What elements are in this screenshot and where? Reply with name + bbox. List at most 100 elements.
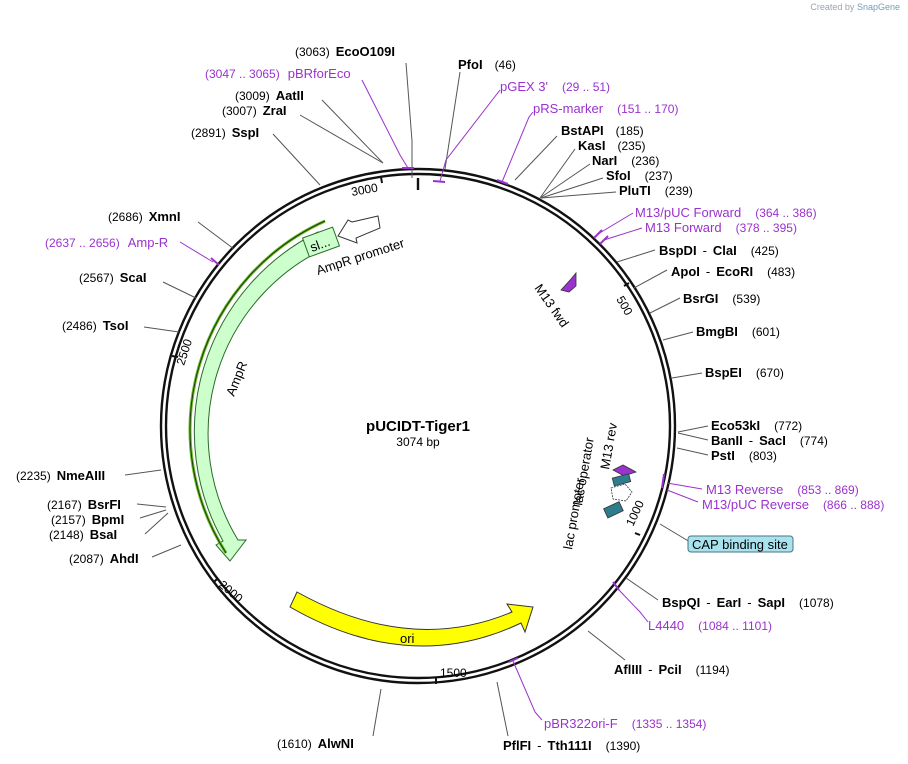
- site-sspi[interactable]: (2891)SspI: [191, 125, 321, 186]
- svg-text:L4440(1084 .. 1101): L4440(1084 .. 1101): [648, 618, 772, 633]
- signal-box[interactable]: [301, 226, 341, 258]
- site-position: (237): [645, 169, 673, 183]
- site-bspei[interactable]: BspEI(670): [671, 365, 784, 380]
- m13-rev-arrow[interactable]: [612, 464, 638, 477]
- primer-amp-r[interactable]: (2637 .. 2656)Amp-R: [45, 235, 220, 266]
- primer-name: M13/pUC Forward: [635, 205, 741, 220]
- site-apoi-ecori[interactable]: ApoI-EcoRI(483): [633, 264, 795, 289]
- site-eco53ki[interactable]: Eco53kI(772): [677, 418, 802, 433]
- ori-label: ori: [400, 631, 415, 646]
- site-bstapi[interactable]: BstAPI (185): [514, 123, 644, 181]
- svg-text:pBR322ori-F(1335 .. 1354): pBR322ori-F(1335 .. 1354): [544, 716, 706, 731]
- site-position: (2087): [69, 552, 104, 566]
- site-alwni[interactable]: (1610)AlwNI: [277, 688, 382, 751]
- svg-text:M13 Forward(378 .. 395): M13 Forward(378 .. 395): [645, 220, 797, 235]
- site-psti[interactable]: PstI(803): [676, 447, 777, 463]
- site-ecoo109i[interactable]: (3063)EcoO109I: [295, 44, 413, 178]
- site-bpmi[interactable]: (2157)BpmI: [51, 509, 167, 527]
- svg-text:BspEI(670): BspEI(670): [705, 365, 784, 380]
- svg-text:pRS-marker(151 .. 170): pRS-marker(151 .. 170): [533, 101, 678, 116]
- site-afliii-pcii[interactable]: AflIII-PciI(1194): [587, 630, 729, 677]
- ampr-label: AmpR: [223, 359, 250, 398]
- site-position: (3007): [222, 104, 257, 118]
- svg-text:Eco53kI(772): Eco53kI(772): [711, 418, 802, 433]
- svg-text:KasI(235): KasI(235): [578, 138, 645, 153]
- primer-name: pBRforEco: [288, 66, 351, 81]
- site-bsrgi[interactable]: BsrGI(539): [649, 291, 760, 314]
- site-name: AhdI: [110, 551, 139, 566]
- svg-text:BstAPI(185): BstAPI (185): [561, 123, 644, 138]
- svg-text:(2686)XmnI: (2686)XmnI: [108, 209, 180, 224]
- site-ahdi[interactable]: (2087) AhdI: [69, 544, 182, 566]
- primer-prs-marker[interactable]: pRS-marker(151 .. 170): [496, 101, 678, 185]
- site-nari[interactable]: NarI(236): [539, 153, 659, 199]
- site-name: BmgBI: [696, 324, 738, 339]
- site-sfoi[interactable]: SfoI(237): [540, 168, 673, 199]
- primer-name: Amp-R: [128, 235, 168, 250]
- primer-pgex-3[interactable]: pGEX 3'(29 .. 51): [432, 79, 610, 183]
- plasmid-name: pUCIDT-Tiger1: [366, 418, 470, 435]
- cap-binding-box[interactable]: [687, 535, 794, 553]
- site-bsrfi[interactable]: (2167)BsrFI: [47, 497, 167, 512]
- site-banii-saci[interactable]: BanII-SacI(774): [677, 432, 828, 448]
- site-bspdi-clai[interactable]: BspDI-ClaI(425): [616, 243, 779, 263]
- site-position: (774): [800, 434, 828, 448]
- primer-range: (364 .. 386): [755, 206, 816, 220]
- primer-pbr322ori-f[interactable]: pBR322ori-F(1335 .. 1354): [508, 657, 706, 731]
- site-pfoi[interactable]: PfoI(46): [444, 57, 516, 170]
- site-position: (46): [495, 58, 516, 72]
- m13-fwd-arrow[interactable]: [560, 271, 577, 293]
- site-bsai[interactable]: (2148)BsaI: [49, 512, 169, 542]
- site-tsoi[interactable]: (2486)TsoI: [62, 318, 180, 333]
- site-kasi[interactable]: KasI(235): [539, 138, 645, 199]
- site-position: (1390): [606, 739, 641, 753]
- lac-promoter-arrow[interactable]: [610, 483, 633, 502]
- svg-text:(2637 .. 2656)Amp-R: (2637 .. 2656)Amp-R: [45, 235, 168, 250]
- primer-range: (866 .. 888): [823, 498, 884, 512]
- primer-m13-forward[interactable]: M13 Forward(378 .. 395): [599, 220, 797, 245]
- lac-promoter-label: lac promoter: [560, 476, 587, 550]
- lac-operator-box[interactable]: [611, 473, 632, 487]
- site-position: (539): [732, 292, 760, 306]
- site-position: (185): [616, 124, 644, 138]
- site-name: BanII: [711, 433, 743, 448]
- site-name: ApoI: [671, 264, 700, 279]
- site-aatii[interactable]: (3009)AatII: [235, 88, 384, 164]
- site-name-alt: EarI: [717, 595, 742, 610]
- site-name: AlwNI: [318, 736, 354, 751]
- site-pluti[interactable]: PluTI(239): [540, 183, 693, 199]
- svg-text:BspDI-ClaI(425): BspDI-ClaI(425): [659, 243, 779, 258]
- site-separator: -: [703, 243, 707, 258]
- svg-text:pGEX 3'(29 .. 51): pGEX 3'(29 .. 51): [500, 79, 610, 94]
- site-scai[interactable]: (2567)ScaI: [79, 270, 197, 299]
- site-position: (235): [617, 139, 645, 153]
- site-position: (772): [774, 419, 802, 433]
- site-pflfi-tth111i[interactable]: PflFI-Tth111I(1390): [496, 681, 641, 753]
- site-separator: -: [706, 595, 710, 610]
- site-bmgbi[interactable]: BmgBI(601): [662, 324, 780, 341]
- primer-m13-puc-reverse[interactable]: M13/pUC Reverse(866 .. 888): [666, 489, 884, 512]
- site-zrai[interactable]: (3007)ZraI: [222, 103, 384, 164]
- site-position: (2891): [191, 126, 226, 140]
- svg-text:PluTI(239): PluTI(239): [619, 183, 693, 198]
- svg-text:(2235)NmeAIII: (2235)NmeAIII: [16, 468, 105, 483]
- site-name: BstAPI: [561, 123, 604, 138]
- svg-text:BanII-SacI(774): BanII-SacI(774): [711, 433, 828, 448]
- primer-name: pBR322ori-F: [544, 716, 618, 731]
- site-position: (2235): [16, 469, 51, 483]
- site-xmni[interactable]: (2686)XmnI: [108, 209, 235, 250]
- plasmid-size: 3074 bp: [396, 435, 440, 449]
- ampr-feature[interactable]: [193, 231, 331, 562]
- site-name: EcoO109I: [336, 44, 395, 59]
- primer-m13-reverse[interactable]: M13 Reverse(853 .. 869): [661, 473, 859, 497]
- lac-promoter-box[interactable]: [603, 501, 624, 519]
- site-nmeaiii[interactable]: (2235)NmeAIII: [16, 468, 162, 483]
- primer-l4440[interactable]: L4440(1084 .. 1101): [612, 581, 772, 633]
- site-position: (425): [751, 244, 779, 258]
- primer-name: M13 Forward: [645, 220, 722, 235]
- primer-m13-puc-forward[interactable]: M13/pUC Forward (364 .. 386): [593, 205, 817, 239]
- site-bspqi-eari-sapi[interactable]: BspQI-EarI-SapI(1078): [625, 577, 834, 610]
- primer-pbrforeco[interactable]: (3047 .. 3065)pBRforEco: [205, 66, 414, 169]
- ampr-promoter-arrow[interactable]: [337, 215, 381, 244]
- ori-feature[interactable]: [289, 591, 534, 647]
